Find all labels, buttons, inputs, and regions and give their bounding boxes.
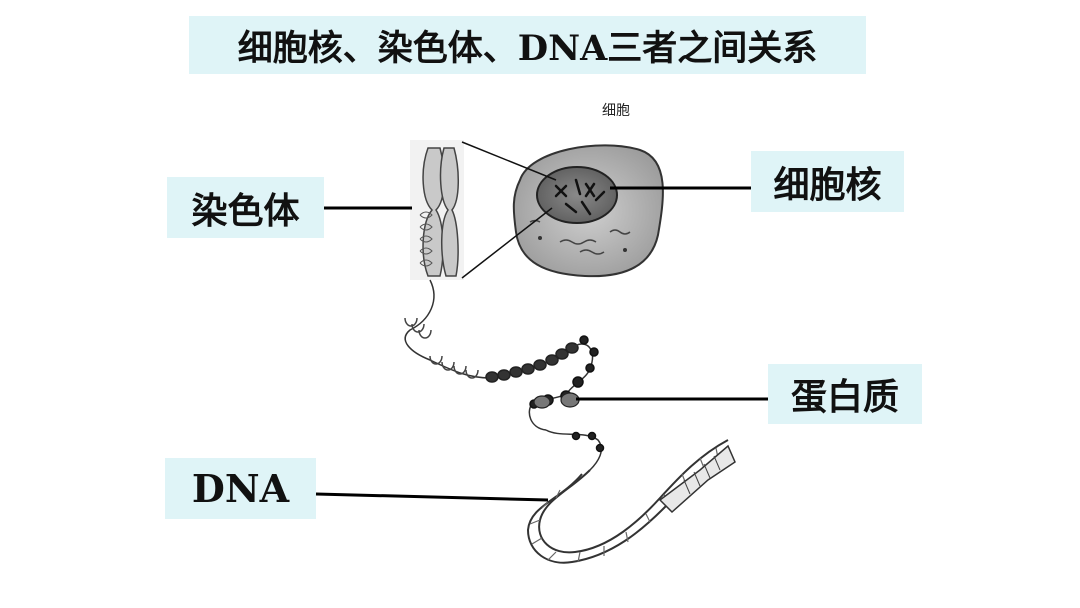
page-title: 细胞核、染色体、DNA三者之间关系: [189, 16, 866, 74]
dna-label: DNA: [165, 458, 316, 519]
chromatin-fiber: [404, 279, 605, 471]
nucleus-label: 细胞核: [751, 151, 904, 212]
nucleus-shape: [536, 166, 618, 224]
cell-label: 细胞: [602, 103, 630, 119]
protein-label: 蛋白质: [768, 364, 922, 424]
dna-helix: [526, 439, 736, 564]
pointer-lines: [315, 186, 768, 502]
dna-pointer: [315, 492, 549, 502]
chromosome-illustration: [410, 140, 557, 280]
cell-illustration: [512, 144, 664, 278]
chromosome-label: 染色体: [167, 177, 324, 238]
